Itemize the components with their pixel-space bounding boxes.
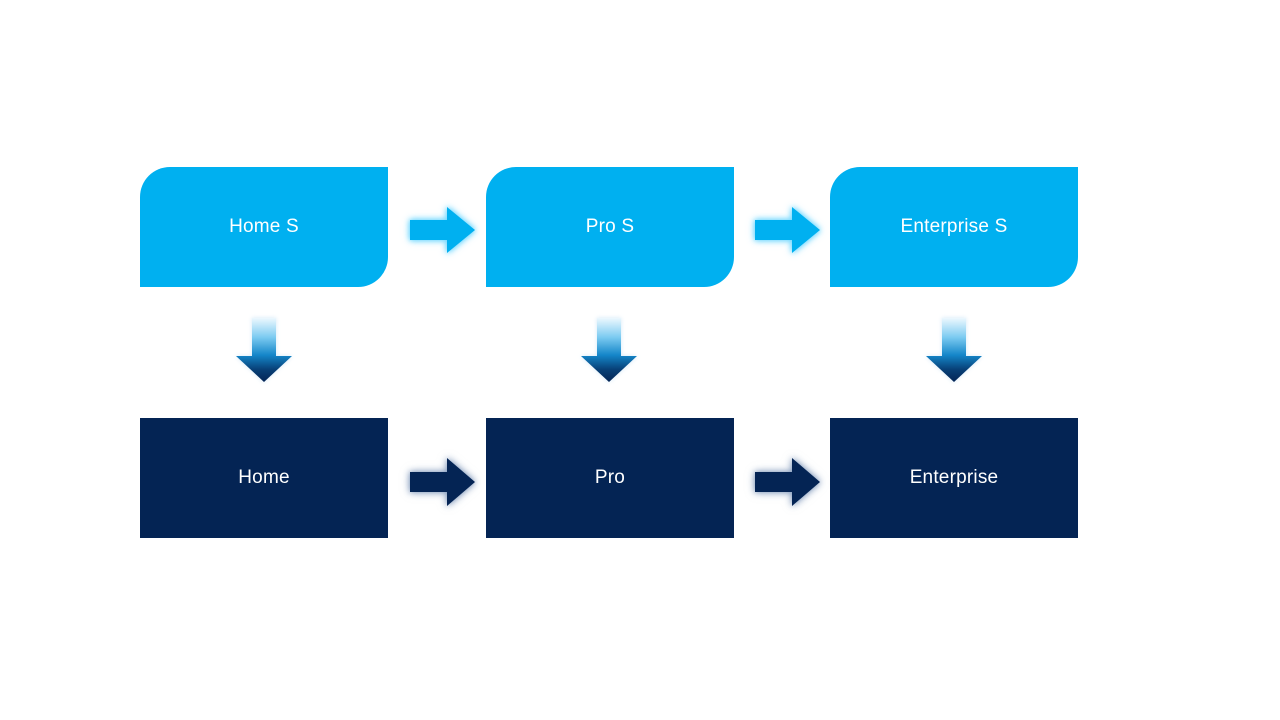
node-enterprise: Enterprise	[830, 418, 1078, 538]
right-arrow-icon	[410, 458, 475, 506]
node-home: Home	[140, 418, 388, 538]
node-pro: Pro	[486, 418, 734, 538]
node-pro-s: Pro S	[486, 167, 734, 287]
node-label: Home S	[229, 216, 299, 237]
down-arrow-icon	[581, 318, 637, 382]
right-arrow-icon	[755, 458, 820, 506]
right-arrow-icon	[755, 207, 820, 253]
node-home-s: Home S	[140, 167, 388, 287]
node-label: Pro	[594, 467, 626, 488]
down-arrow-icon	[926, 318, 982, 382]
right-arrow-icon	[410, 207, 475, 253]
node-label: Enterprise	[909, 467, 999, 488]
node-label: Enterprise S	[900, 216, 1008, 237]
node-enterprise-s: Enterprise S	[830, 167, 1078, 287]
down-arrow-icon	[236, 318, 292, 382]
node-label: Pro S	[585, 216, 635, 237]
node-label: Home	[238, 467, 290, 488]
